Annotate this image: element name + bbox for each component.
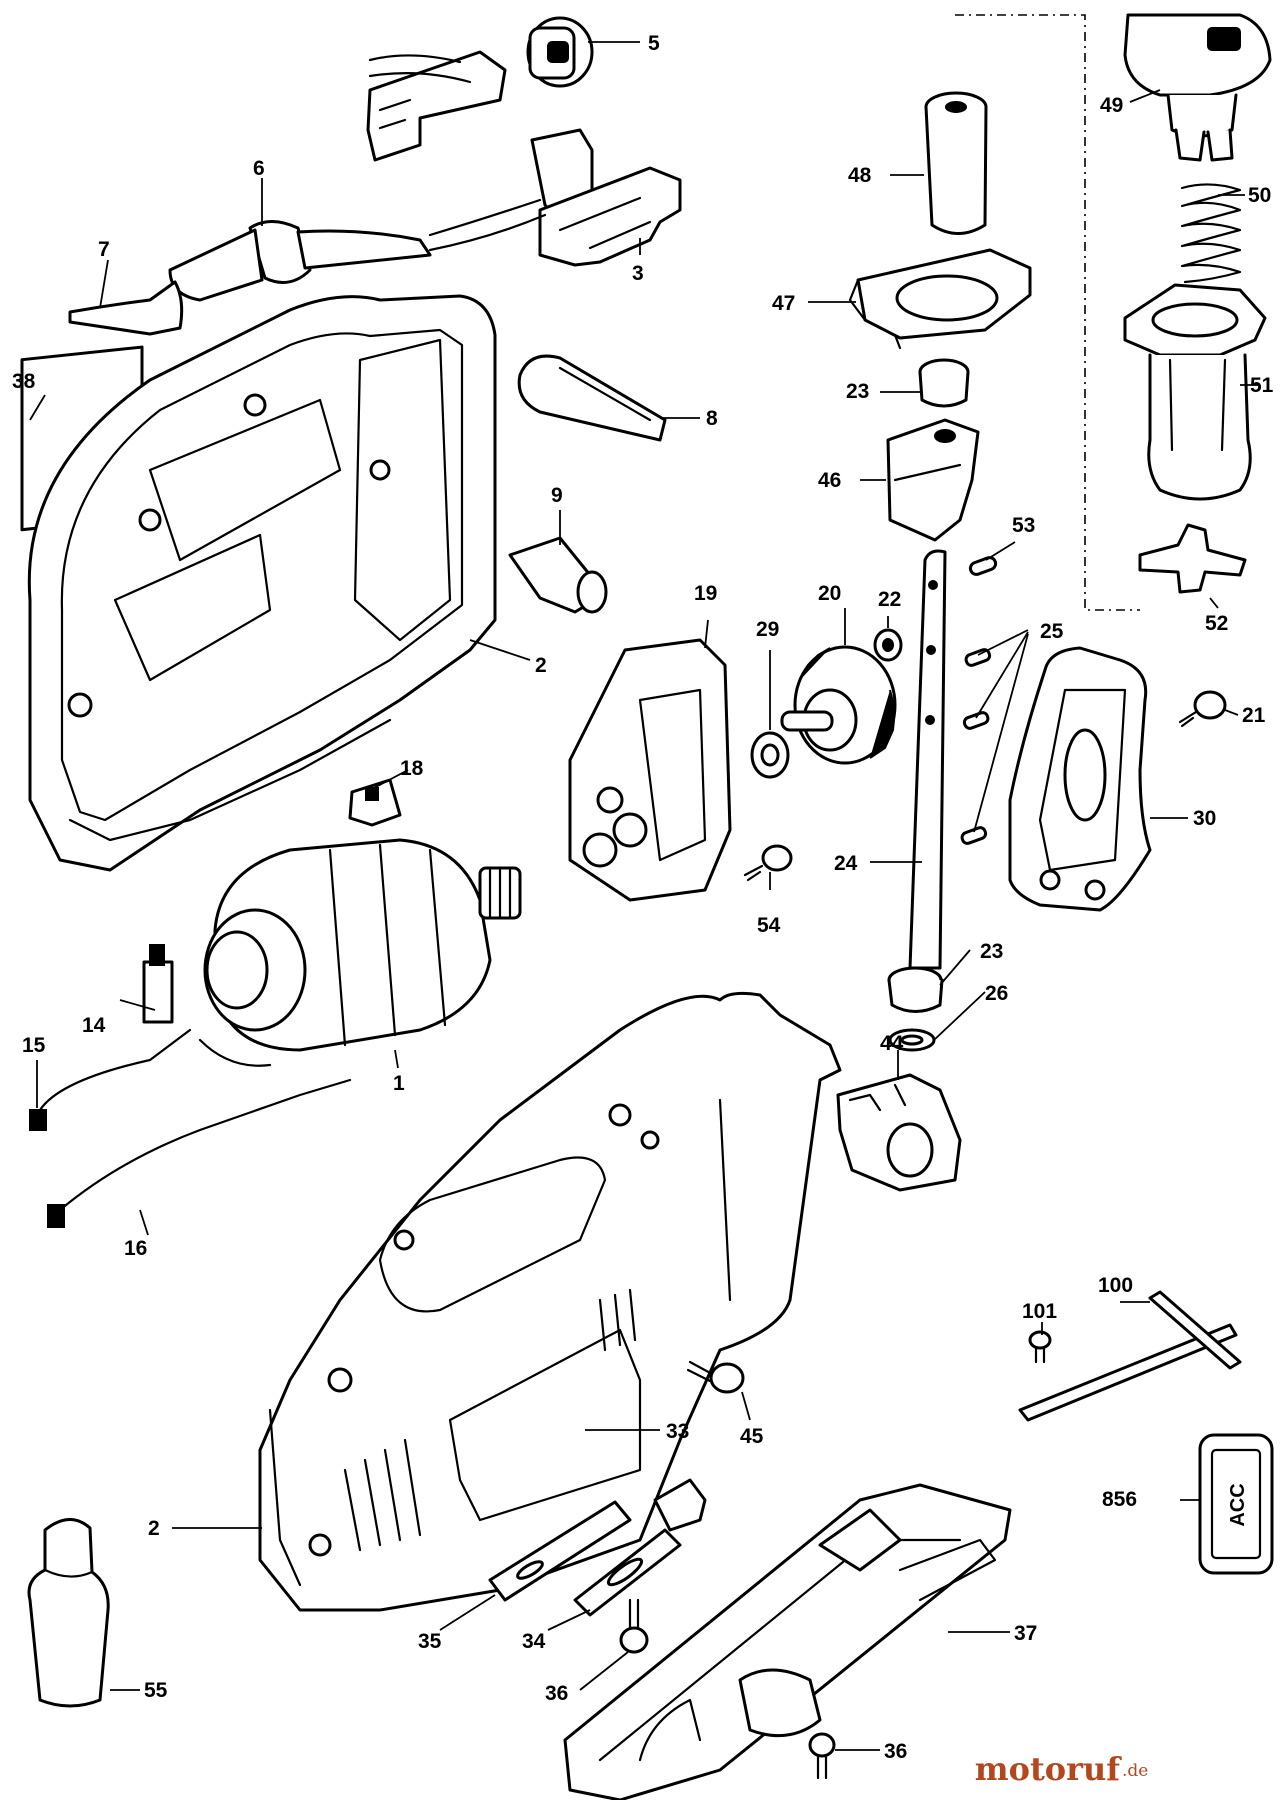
callout-3: 3 [632, 262, 644, 285]
callout-38: 38 [12, 370, 36, 393]
part-2-housing-left [27, 294, 497, 872]
part-19-gear-housing [568, 638, 732, 902]
part-53-pin [968, 556, 998, 576]
part-16-wire [47, 1078, 352, 1228]
callout-6: 6 [253, 157, 265, 180]
part-23-bushing-upper [918, 358, 970, 408]
part-47-guide-plate [848, 248, 1032, 350]
leader-lines [29, 41, 1258, 1751]
callout-54: 54 [757, 914, 781, 937]
callout-46: 46 [818, 469, 841, 492]
part-35-clamp-plate [488, 1500, 632, 1602]
part-7-power-cord [68, 280, 184, 336]
part-30-gear-cover [1008, 646, 1152, 912]
callout-5: 5 [648, 32, 660, 55]
part-1-armature [198, 838, 522, 1067]
callout-856: 856 [1102, 1488, 1137, 1511]
callout-30: 30 [1193, 807, 1216, 830]
callout-24: 24 [834, 852, 858, 875]
callout-36-lower: 36 [884, 1740, 907, 1763]
callout-47: 47 [772, 292, 795, 315]
watermark: motoruf .de [975, 1750, 1149, 1788]
callout-45: 45 [740, 1425, 764, 1448]
part-2-housing-right [258, 991, 842, 1612]
callout-14: 14 [82, 1014, 106, 1037]
part-50-spring [1180, 183, 1242, 284]
callout-51: 51 [1250, 374, 1274, 397]
callout-7: 7 [98, 238, 110, 261]
callout-numbers: 5 6 7 3 38 8 9 2 18 1 14 15 16 19 29 20 … [12, 32, 1274, 1763]
part-46-guide-bracket [886, 418, 980, 542]
part-54-screw [743, 844, 793, 882]
callout-33: 33 [666, 1420, 689, 1443]
watermark-suffix: .de [1122, 1761, 1148, 1781]
part-5-speed-control [366, 16, 594, 162]
callout-101: 101 [1022, 1300, 1057, 1323]
callout-22: 22 [878, 588, 901, 611]
callout-20: 20 [818, 582, 841, 605]
callout-35: 35 [418, 1630, 442, 1653]
part-34-blade-clamp [573, 1478, 707, 1617]
part-45-screw [686, 1360, 745, 1394]
callout-1: 1 [393, 1072, 405, 1095]
watermark-brand: motoruf [975, 1750, 1122, 1788]
callout-36-upper: 36 [545, 1682, 568, 1705]
callout-48: 48 [848, 164, 872, 187]
callout-8: 8 [706, 407, 718, 430]
callout-25: 25 [1040, 620, 1064, 643]
callout-21: 21 [1242, 704, 1266, 727]
callout-23-lower: 23 [980, 940, 1003, 963]
part-20-gear [780, 645, 897, 765]
callout-16: 16 [124, 1237, 147, 1260]
callout-26: 26 [985, 982, 1008, 1005]
part-22-bushing [873, 628, 903, 662]
callout-2-upper: 2 [535, 654, 547, 677]
part-26-washer [888, 1028, 936, 1052]
assembly-line [955, 14, 1140, 611]
part-24-plunger-rod [908, 549, 947, 970]
callout-100: 100 [1098, 1274, 1133, 1297]
callout-15: 15 [22, 1034, 46, 1057]
callout-19: 19 [694, 582, 717, 605]
part-856-acc-badge: ACC [1198, 1433, 1274, 1575]
callout-18: 18 [400, 757, 424, 780]
callout-55: 55 [144, 1679, 168, 1702]
callout-53: 53 [1012, 514, 1035, 537]
part-29-washer [750, 731, 790, 779]
callout-2-lower: 2 [148, 1517, 160, 1540]
part-3-switch [428, 128, 682, 267]
part-55-dust-bottle [27, 1518, 110, 1708]
part-14-carbon-brush [142, 944, 174, 1024]
callout-37: 37 [1014, 1622, 1037, 1645]
part-21-screw [1178, 690, 1227, 728]
part-23-bushing-lower [887, 966, 944, 1013]
callout-50: 50 [1248, 184, 1271, 207]
callout-9: 9 [551, 484, 563, 507]
callout-34: 34 [522, 1630, 546, 1653]
callout-44: 44 [880, 1032, 904, 1055]
part-8-pin [517, 354, 667, 442]
part-100-hex-key [1018, 1290, 1242, 1422]
part-15-wire [29, 1028, 192, 1131]
callout-29: 29 [756, 618, 779, 641]
part-9-plunger [508, 536, 608, 614]
callout-49: 49 [1100, 94, 1123, 117]
callout-52: 52 [1205, 612, 1228, 635]
part-44-roller-guide [836, 1073, 962, 1192]
part-36-screw-upper [619, 1598, 649, 1654]
part-37-shoe-plate [563, 1483, 1012, 1800]
part-25-pins [960, 648, 992, 845]
acc-label: ACC [1227, 1483, 1249, 1526]
part-52-cross-cam [1138, 523, 1247, 594]
part-6-strain-relief [168, 220, 432, 302]
part-48-guide-tube [924, 91, 988, 235]
callout-23-upper: 23 [846, 380, 869, 403]
part-51-cam-housing [1123, 283, 1267, 501]
part-49-knob [1123, 13, 1272, 162]
part-101-screw [1028, 1330, 1052, 1364]
part-36-screw-lower [808, 1732, 836, 1780]
